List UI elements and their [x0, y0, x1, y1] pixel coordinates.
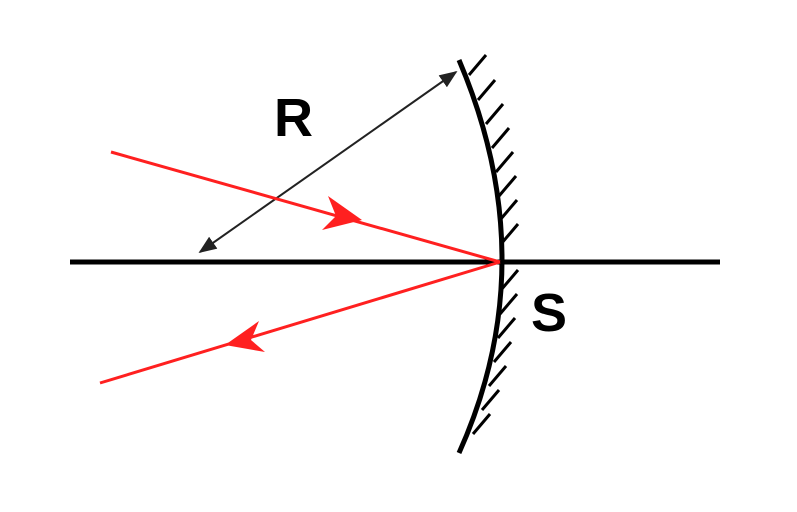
- mirror-hatching: [467, 54, 520, 435]
- concave-mirror: [456, 59, 505, 455]
- radius-arrow: [198, 70, 458, 254]
- incident-ray-arrowhead: [322, 196, 362, 230]
- radius-label: R: [274, 88, 313, 148]
- reflected-ray: [99, 260, 501, 385]
- vertex-label: S: [531, 283, 567, 343]
- incident-ray: [110, 150, 501, 264]
- reflected-ray-arrowhead: [225, 321, 265, 352]
